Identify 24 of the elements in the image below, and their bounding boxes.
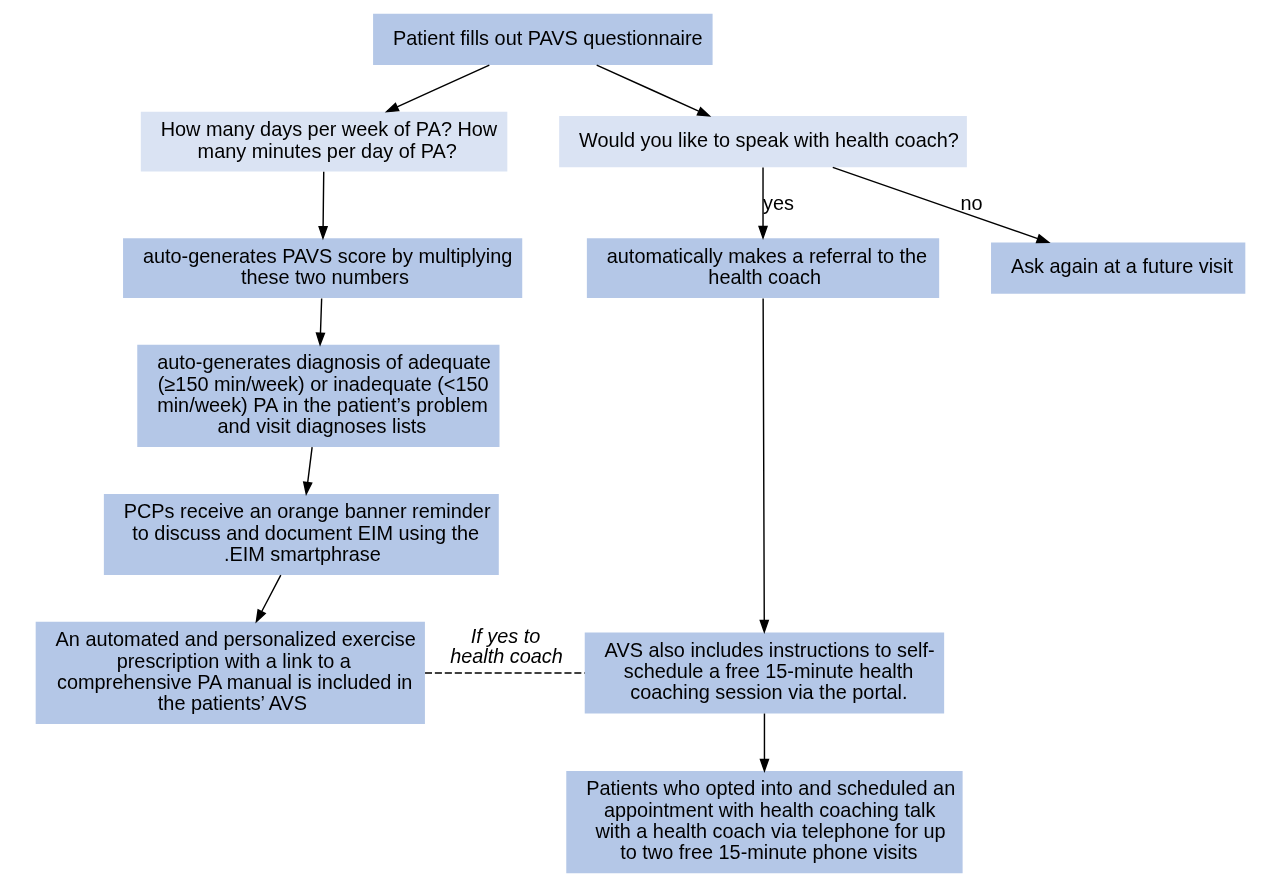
node-box: auto-generates diagnosis of adequate (≥150 min/week) or inadequate (<150 min/week) PA in the patient’s problem and visit diagnoses lists xyxy=(136,344,499,448)
node-box: An automated and personalized exercise prescription with a link to a comprehensive PA manual is included in the patients’ AVS xyxy=(35,621,425,725)
arrow xyxy=(757,166,768,241)
arrow xyxy=(315,297,325,347)
node-box: Ask again at a future visit xyxy=(990,242,1245,294)
arrow xyxy=(831,166,1051,244)
connector xyxy=(423,672,585,674)
node-box: Would you like to speak with health coach? xyxy=(558,116,967,168)
node-box: Patient fills out PAVS questionnaire xyxy=(372,13,713,65)
arrow xyxy=(384,64,490,113)
node-box: AVS also includes instructions to self-schedule a free 15-minute health coaching session via the portal. xyxy=(584,632,944,714)
arrow xyxy=(302,446,313,496)
node-box: Patients who opted into and scheduled an appointment with health coaching talk with a health coach via telephone for up to two free 15-minute phone visits xyxy=(565,770,963,874)
arrow xyxy=(317,171,328,241)
arrow xyxy=(758,297,769,634)
node-box: PCPs receive an orange banner reminder to discuss and document EIM using the .EIM smartphrase xyxy=(103,493,499,575)
edge-label: If yes to health coach xyxy=(449,625,563,668)
arrow xyxy=(254,574,281,624)
arrow xyxy=(595,64,711,117)
node-box: automatically makes a referral to the health coach xyxy=(586,238,939,298)
node-box: How many days per week of PA? How many minutes per day of PA? xyxy=(140,111,507,172)
node-box: auto-generates PAVS score by multiplying these two numbers xyxy=(122,238,522,298)
edge-label: no xyxy=(959,192,983,215)
arrow xyxy=(758,712,769,773)
